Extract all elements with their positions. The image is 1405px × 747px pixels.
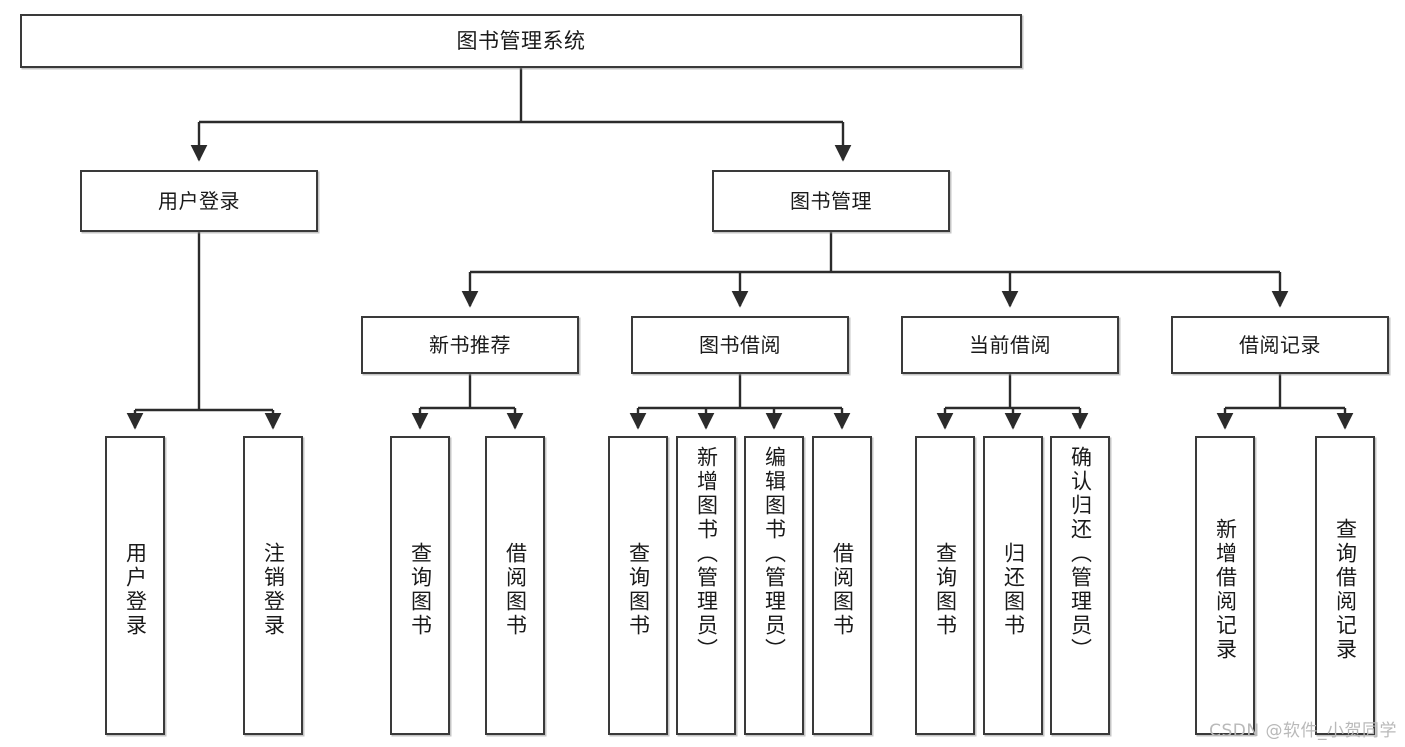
node-leaf-return-book[interactable]: 归还图书 [983,436,1043,735]
node-leaf-logout[interactable]: 注销登录 [243,436,303,735]
node-root[interactable]: 图书管理系统 [20,14,1022,68]
node-leaf-query-book-1-label: 查询图书 [408,541,433,638]
node-user-login[interactable]: 用户登录 [80,170,318,232]
node-leaf-logout-label: 注销登录 [261,541,286,638]
node-new-book-rec-label: 新书推荐 [429,332,511,357]
node-book-borrow-label: 图书借阅 [699,332,781,357]
node-leaf-borrow-book-1-label: 借阅图书 [503,541,528,638]
node-leaf-add-record-label: 新增借阅记录 [1213,517,1238,662]
node-leaf-query-book-3-label: 查询图书 [933,541,958,638]
node-book-borrow[interactable]: 图书借阅 [631,316,849,374]
node-user-login-label: 用户登录 [158,188,240,213]
node-leaf-return-book-label: 归还图书 [1001,541,1026,638]
node-borrow-record[interactable]: 借阅记录 [1171,316,1389,374]
node-leaf-edit-book[interactable]: 编辑图书（管理员） [744,436,804,735]
node-new-book-rec[interactable]: 新书推荐 [361,316,579,374]
node-book-manage-label: 图书管理 [790,188,872,213]
node-leaf-borrow-book-1[interactable]: 借阅图书 [485,436,545,735]
node-leaf-add-book-label: 新增图书（管理员） [694,446,719,662]
csdn-watermark: CSDN @软件_小贺同学 [1209,721,1397,741]
node-leaf-user-login-label: 用户登录 [123,541,148,638]
node-borrow-record-label: 借阅记录 [1239,332,1321,357]
node-leaf-user-login[interactable]: 用户登录 [105,436,165,735]
node-leaf-confirm-return-label: 确认归还（管理员） [1068,446,1093,662]
node-leaf-query-record[interactable]: 查询借阅记录 [1315,436,1375,735]
node-current-borrow[interactable]: 当前借阅 [901,316,1119,374]
node-leaf-borrow-book-2[interactable]: 借阅图书 [812,436,872,735]
node-leaf-query-book-1[interactable]: 查询图书 [390,436,450,735]
node-leaf-query-book-3[interactable]: 查询图书 [915,436,975,735]
node-leaf-add-record[interactable]: 新增借阅记录 [1195,436,1255,735]
node-leaf-query-book-2[interactable]: 查询图书 [608,436,668,735]
node-leaf-query-record-label: 查询借阅记录 [1333,517,1358,662]
node-current-borrow-label: 当前借阅 [969,332,1051,357]
node-leaf-query-book-2-label: 查询图书 [626,541,651,638]
node-leaf-confirm-return[interactable]: 确认归还（管理员） [1050,436,1110,735]
node-leaf-edit-book-label: 编辑图书（管理员） [762,446,787,662]
node-root-label: 图书管理系统 [456,28,586,53]
node-leaf-add-book[interactable]: 新增图书（管理员） [676,436,736,735]
node-leaf-borrow-book-2-label: 借阅图书 [830,541,855,638]
node-book-manage[interactable]: 图书管理 [712,170,950,232]
